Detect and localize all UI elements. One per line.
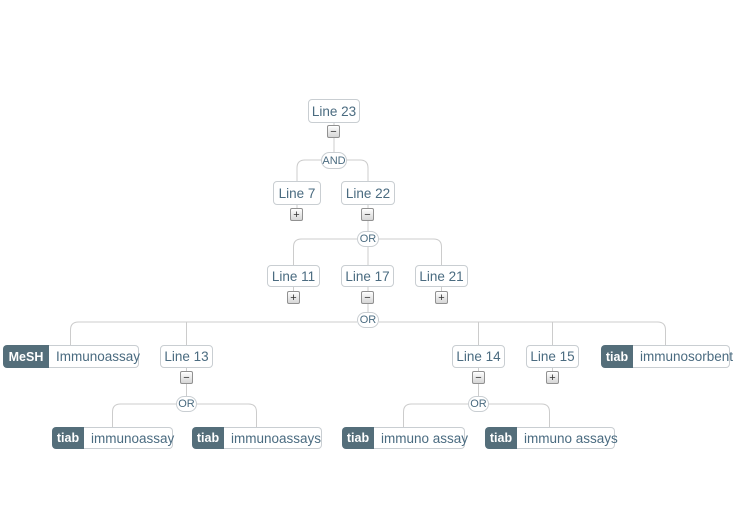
node-tiab-immuno-assays: tiab immuno assays: [485, 427, 618, 449]
node-mesh-immunoassay: MeSH Immunoassay: [3, 345, 140, 368]
term-immunosorbent: immunosorbent: [633, 345, 733, 368]
collapse-button-line-22[interactable]: −: [361, 208, 374, 221]
operator-or-2: OR: [357, 312, 379, 328]
term-immunoassays: immunoassays: [224, 427, 322, 449]
operator-or-3: OR: [176, 396, 197, 412]
node-line-15: Line 15: [526, 345, 579, 368]
collapse-button-line-17[interactable]: −: [361, 291, 374, 304]
expand-button-line-7[interactable]: +: [290, 208, 303, 221]
node-tiab-immunosorbent: tiab immunosorbent: [601, 345, 733, 368]
node-line-22: Line 22: [341, 181, 395, 205]
node-line-13: Line 13: [160, 345, 213, 368]
field-badge-tiab: tiab: [192, 427, 224, 449]
collapse-button-line-13[interactable]: −: [180, 371, 193, 384]
field-badge-tiab: tiab: [601, 345, 633, 368]
term-immuno-assay: immuno assay: [374, 427, 468, 449]
field-badge-tiab: tiab: [52, 427, 84, 449]
expand-button-line-21[interactable]: +: [435, 291, 448, 304]
node-line-21: Line 21: [415, 265, 468, 287]
expand-button-line-15[interactable]: +: [546, 371, 559, 384]
field-badge-mesh: MeSH: [3, 345, 49, 368]
node-line-17: Line 17: [341, 265, 394, 287]
term-immuno-assays: immuno assays: [517, 427, 618, 449]
operator-or-4: OR: [468, 396, 489, 412]
collapse-button-line-23[interactable]: −: [327, 125, 340, 138]
node-line-7: Line 7: [273, 181, 321, 205]
node-line-11: Line 11: [267, 265, 320, 287]
node-tiab-immunoassay: tiab immunoassay: [52, 427, 174, 449]
collapse-button-line-14[interactable]: −: [472, 371, 485, 384]
expand-button-line-11[interactable]: +: [287, 291, 300, 304]
term-immunoassay-mesh: Immunoassay: [49, 345, 140, 368]
operator-or-1: OR: [357, 231, 379, 247]
field-badge-tiab: tiab: [342, 427, 374, 449]
operator-and: AND: [321, 152, 347, 169]
node-line-23: Line 23: [308, 99, 360, 123]
field-badge-tiab: tiab: [485, 427, 517, 449]
term-immunoassay: immunoassay: [84, 427, 174, 449]
node-line-14: Line 14: [452, 345, 505, 368]
node-tiab-immuno-assay: tiab immuno assay: [342, 427, 468, 449]
node-tiab-immunoassays: tiab immunoassays: [192, 427, 322, 449]
